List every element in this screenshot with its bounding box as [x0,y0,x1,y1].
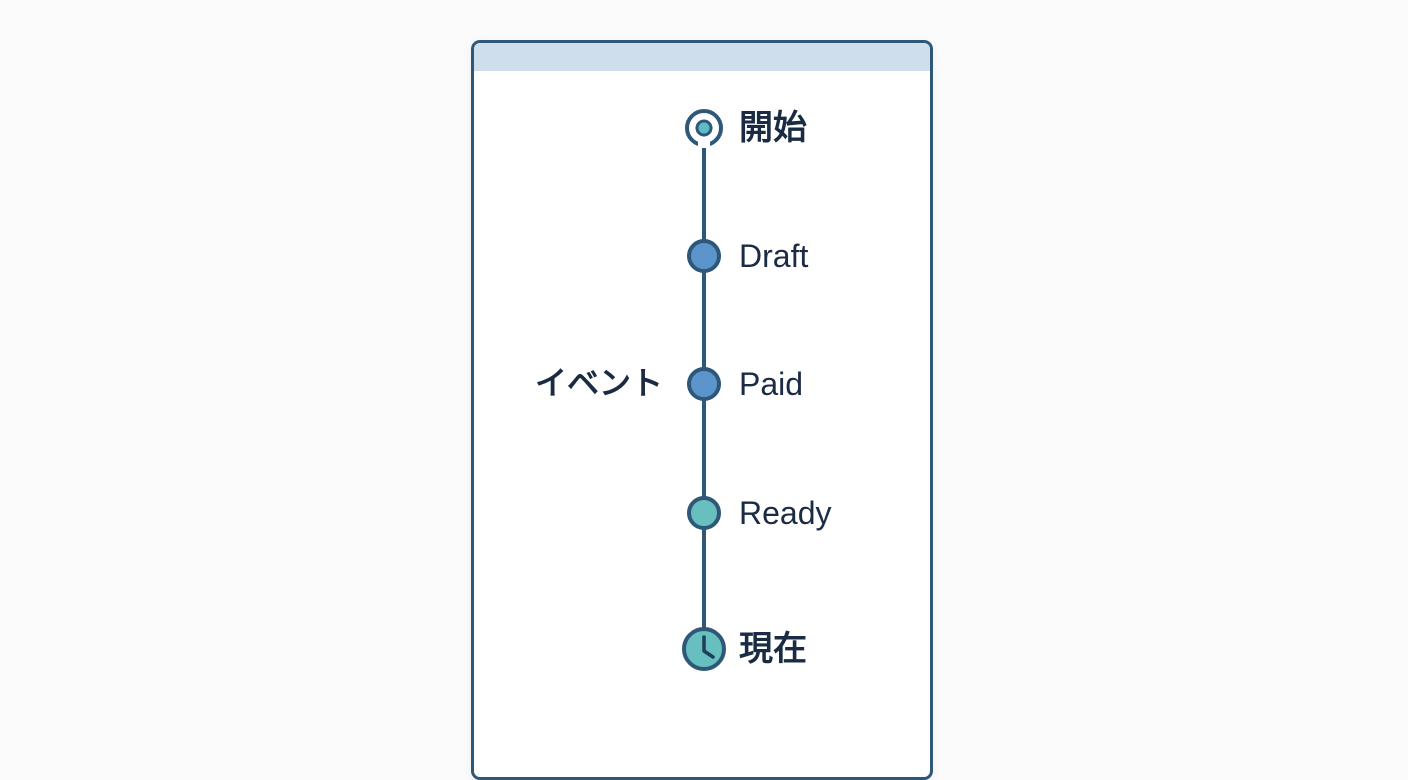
start-target-icon [685,109,723,148]
state-node-ready [687,496,721,530]
state-label-ready: Ready [739,495,832,531]
current-label: 現在 [739,629,807,669]
state-label-draft: Draft [739,238,809,274]
panel-header-bar [474,43,930,71]
state-node-paid [687,367,721,401]
event-axis-label: イベント [535,364,664,402]
clock-icon [682,627,726,671]
state-node-draft [687,239,721,273]
start-label: 開始 [739,108,807,148]
state-label-paid: Paid [739,366,804,402]
